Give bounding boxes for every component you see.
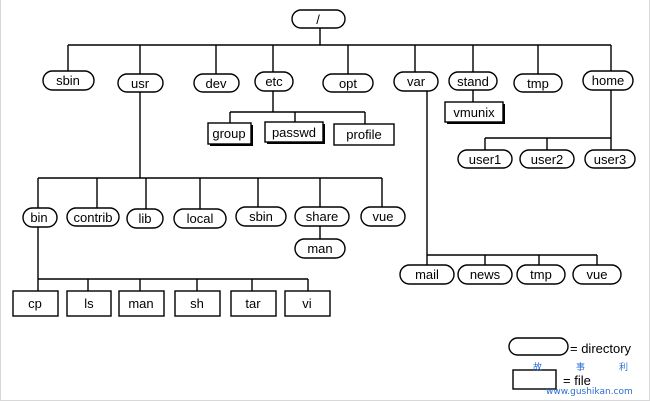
dir-share-label: share	[306, 209, 339, 224]
file-group: group	[207, 122, 253, 146]
watermark: 故 事 利 www.gushikan.com	[533, 361, 633, 397]
file-passwd-label: passwd	[272, 125, 316, 140]
file-sh-label: sh	[190, 296, 204, 311]
file-passwd: passwd	[264, 121, 325, 144]
file-group-label: group	[212, 126, 245, 141]
dir-share: share	[294, 206, 350, 227]
dir-contrib-label: contrib	[73, 210, 112, 225]
dir-home: home	[582, 70, 634, 91]
dir-var-vue: vue	[572, 264, 622, 285]
dir-dev-label: dev	[206, 76, 227, 91]
dir-share-man: man	[294, 238, 346, 259]
connectors	[37, 28, 612, 291]
watermark-char-3: 利	[619, 361, 628, 373]
file-vmunix: vmunix	[444, 101, 505, 124]
dir-var-tmp: tmp	[516, 264, 566, 285]
dir-tmp: tmp	[513, 73, 563, 93]
file-vi-label: vi	[302, 296, 312, 311]
dir-usr-sbin-label: sbin	[249, 209, 273, 224]
dir-user2-label: user2	[531, 152, 564, 167]
dir-root: /	[291, 9, 346, 29]
dir-user1: user1	[457, 149, 513, 169]
dir-var-tmp-label: tmp	[530, 267, 552, 282]
dir-user2: user2	[519, 149, 575, 169]
dir-news-label: news	[470, 267, 501, 282]
watermark-url: www.gushikan.com	[546, 387, 633, 397]
dir-stand-label: stand	[457, 74, 489, 89]
dir-local: local	[173, 208, 227, 229]
file-vmunix-label: vmunix	[453, 105, 495, 120]
dir-user1-label: user1	[469, 152, 502, 167]
file-ls-label: ls	[84, 296, 94, 311]
dir-usr-label: usr	[131, 76, 150, 91]
dir-etc: etc	[254, 71, 294, 92]
file-profile: profile	[333, 123, 395, 146]
dir-root-label: /	[316, 12, 320, 27]
dir-dev: dev	[193, 73, 240, 93]
dir-opt-label: opt	[339, 76, 357, 91]
legend-directory-swatch	[508, 337, 569, 356]
dir-usr: usr	[117, 73, 164, 93]
dir-stand: stand	[448, 71, 498, 91]
legend-file-swatch	[512, 369, 557, 390]
dir-mail-label: mail	[415, 267, 439, 282]
dir-tmp-label: tmp	[527, 76, 549, 91]
dir-share-man-label: man	[307, 241, 332, 256]
dir-lib: lib	[126, 208, 164, 229]
file-cp-label: cp	[28, 296, 42, 311]
dir-sbin: sbin	[42, 70, 95, 91]
file-man-label: man	[128, 296, 153, 311]
legend-directory-label: = directory	[570, 341, 632, 356]
watermark-char-1: 故	[533, 361, 542, 373]
dir-local-label: local	[187, 211, 214, 226]
legend: = directory = file	[508, 337, 632, 390]
file-sh: sh	[174, 290, 221, 317]
dir-home-label: home	[592, 73, 625, 88]
dir-usr-sbin: sbin	[235, 206, 287, 227]
dir-contrib: contrib	[66, 207, 120, 227]
file-ls: ls	[66, 290, 112, 317]
file-profile-label: profile	[346, 127, 381, 142]
dir-usr-vue-label: vue	[373, 209, 394, 224]
dir-news: news	[457, 264, 513, 285]
file-man: man	[118, 290, 165, 317]
dir-mail: mail	[399, 264, 455, 285]
dir-sbin-label: sbin	[56, 73, 80, 88]
dir-usr-vue: vue	[360, 206, 406, 227]
dir-opt: opt	[322, 73, 374, 93]
legend-file-label: = file	[563, 373, 591, 388]
file-tar: tar	[230, 290, 277, 317]
dir-user3-label: user3	[594, 152, 627, 167]
dir-var: var	[393, 71, 439, 92]
dir-var-vue-label: vue	[587, 267, 608, 282]
watermark-char-2: 事	[576, 361, 585, 373]
dir-etc-label: etc	[265, 74, 283, 89]
dir-bin-label: bin	[30, 210, 47, 225]
dir-lib-label: lib	[138, 211, 151, 226]
file-cp: cp	[12, 290, 59, 317]
file-tar-label: tar	[245, 296, 261, 311]
dir-var-label: var	[407, 74, 426, 89]
file-vi: vi	[284, 290, 331, 317]
dir-bin: bin	[22, 207, 58, 228]
dir-user3: user3	[584, 149, 636, 169]
